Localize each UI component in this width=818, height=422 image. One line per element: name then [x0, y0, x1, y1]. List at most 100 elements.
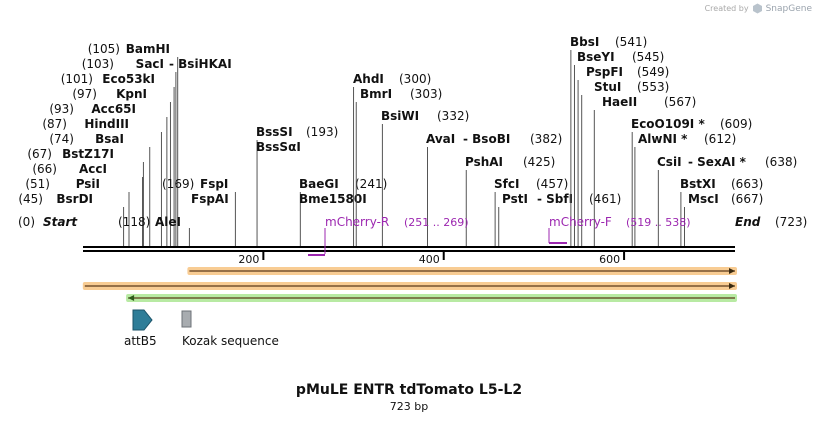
- snapgene-logo-icon: [752, 3, 762, 14]
- enzyme-pos-baegi: (241): [355, 177, 387, 191]
- enzyme-bsrdi: BsrDI: [56, 192, 93, 206]
- enzyme-acci: AccI: [79, 162, 107, 176]
- enzyme-haeii: HaeII: [602, 95, 637, 109]
- enzyme-pos-bsssi: (193): [306, 125, 338, 139]
- enzyme-bbsi: BbsI: [570, 35, 599, 49]
- feature-attb5: [132, 309, 153, 331]
- enzyme-pos-bmri: (303): [410, 87, 442, 101]
- translation-bar-arrow-1: [729, 268, 735, 274]
- start-position: (0): [18, 215, 35, 229]
- enzyme-pos-bsai: (74): [49, 132, 74, 146]
- enzyme-kpni: KpnI: [116, 87, 147, 101]
- primer-label-mcherry-r: mCherry-R: [325, 215, 389, 229]
- enzyme-bseyi: BseYI: [577, 50, 615, 64]
- enzyme-eco53ki: Eco53kI: [102, 72, 155, 86]
- map-title: pMuLE ENTR tdTomato L5-L2: [295, 382, 523, 398]
- start-label: Start: [43, 215, 78, 229]
- enzyme-pos-hindiii: (87): [42, 117, 67, 131]
- enzyme-alias-avai: - BsoBI: [463, 132, 510, 146]
- enzyme-pos-acci: (66): [32, 162, 57, 176]
- enzyme-pos-bsrdi: (45): [18, 192, 43, 206]
- end-position: (723): [775, 215, 807, 229]
- enzyme-alias-csii: - SexAI *: [688, 155, 747, 169]
- credit-brand: SnapGene: [765, 3, 812, 14]
- enzyme-hindiii: HindIII: [84, 117, 129, 131]
- enzyme-msci: MscI: [688, 192, 719, 206]
- enzyme-pos-sfci: (457): [536, 177, 568, 191]
- snapgene-credit: Created by SnapGene: [705, 3, 812, 14]
- enzyme-pos-kpni: (97): [72, 87, 97, 101]
- enzyme-pos-acc65i: (93): [49, 102, 74, 116]
- enzyme-bamhi: BamHI: [126, 42, 170, 56]
- enzyme-bstxi: BstXI: [680, 177, 716, 191]
- enzyme-bsssi: BssSI: [256, 125, 293, 139]
- enzyme-pos-psii: (51): [25, 177, 50, 191]
- enzyme-pos-bseyi: (545): [632, 50, 664, 64]
- translation-bar-arrow-3: [128, 295, 135, 301]
- enzyme-bmri: BmrI: [360, 87, 392, 101]
- enzyme-pos-pspfi: (549): [637, 65, 669, 79]
- primer-label-mcherry-f: mCherry-F: [549, 215, 612, 229]
- enzyme-alias-psti: - SbfI: [537, 192, 573, 206]
- enzyme-saci: SacI: [136, 57, 164, 71]
- enzyme-baegi: BaeGI: [299, 177, 339, 191]
- enzyme-pos-bstxi: (663): [731, 177, 763, 191]
- enzyme-psii: PsiI: [76, 177, 100, 191]
- enzyme-csii: CsiI: [657, 155, 682, 169]
- enzyme-alias-saci: - BsiHKAI: [169, 57, 232, 71]
- enzyme-pos-bsiwi: (332): [437, 109, 469, 123]
- translation-bar-arrow-2: [729, 283, 735, 289]
- primer-range-mcherry-r: (251 .. 269): [404, 216, 469, 229]
- enzyme-pos-ecoo109i: (609): [720, 117, 752, 131]
- enzyme-pshai: PshAI: [465, 155, 503, 169]
- enzyme-bstz17i: BstZ17I: [62, 147, 114, 161]
- enzyme-pos-stui: (553): [637, 80, 669, 94]
- enzyme-bsiwi: BsiWI: [381, 109, 419, 123]
- enzyme-bsai: BsaI: [95, 132, 124, 146]
- enzyme-alias-bsssi: BssSαI: [256, 140, 301, 154]
- enzyme-pos-eco53ki: (101): [61, 72, 93, 86]
- enzyme-pos-csii: (638): [765, 155, 797, 169]
- enzyme-alwni: AlwNI *: [638, 132, 688, 146]
- enzyme-fspi: FspI: [200, 177, 228, 191]
- end-label: End: [735, 215, 761, 229]
- enzyme-pos-bstz17i: (67): [27, 147, 52, 161]
- primer-range-mcherry-f: (519 .. 538): [626, 216, 691, 229]
- enzyme-pos-msci: (667): [731, 192, 763, 206]
- translation-bar-1: [187, 267, 737, 275]
- feature-label-attb5: attB5: [124, 334, 157, 348]
- attb5-arrow-icon: [132, 309, 153, 331]
- enzyme-alias-fspi: FspAI: [191, 192, 229, 206]
- enzyme-pos-bamhi: (105): [88, 42, 120, 56]
- kozak-box-icon: [181, 310, 192, 328]
- ruler-label-600: 600: [599, 253, 620, 266]
- enzyme-pos-bbsi: (541): [615, 35, 647, 49]
- enzyme-pos-avai: (382): [530, 132, 562, 146]
- enzyme-pos-ahdi: (300): [399, 72, 431, 86]
- enzyme-pos-alei: (118): [118, 215, 150, 229]
- enzyme-avai: AvaI: [426, 132, 455, 146]
- enzyme-acc65i: Acc65I: [91, 102, 136, 116]
- enzyme-alias-baegi: Bme1580I: [299, 192, 367, 206]
- enzyme-ahdi: AhdI: [353, 72, 384, 86]
- enzyme-pos-haeii: (567): [664, 95, 696, 109]
- ruler-label-200: 200: [238, 253, 259, 266]
- translation-bar-3: [126, 294, 737, 302]
- feature-kozak: [181, 310, 192, 328]
- ruler-label-400: 400: [419, 253, 440, 266]
- enzyme-alei: AleI: [155, 215, 181, 229]
- enzyme-pos-saci: (103): [82, 57, 114, 71]
- credit-prefix: Created by: [704, 4, 749, 13]
- enzyme-pos-fspi: (169): [162, 177, 194, 191]
- map-length: 723 bp: [389, 400, 429, 413]
- translation-bar-2: [82, 282, 738, 290]
- enzyme-ecoo109i: EcoO109I *: [631, 117, 705, 131]
- enzyme-pos-psti: (461): [589, 192, 621, 206]
- enzyme-stui: StuI: [594, 80, 621, 94]
- enzyme-pos-alwni: (612): [704, 132, 736, 146]
- feature-label-kozak: Kozak sequence: [182, 334, 279, 348]
- enzyme-pspfi: PspFI: [586, 65, 623, 79]
- enzyme-sfci: SfcI: [494, 177, 519, 191]
- enzyme-psti: PstI: [502, 192, 528, 206]
